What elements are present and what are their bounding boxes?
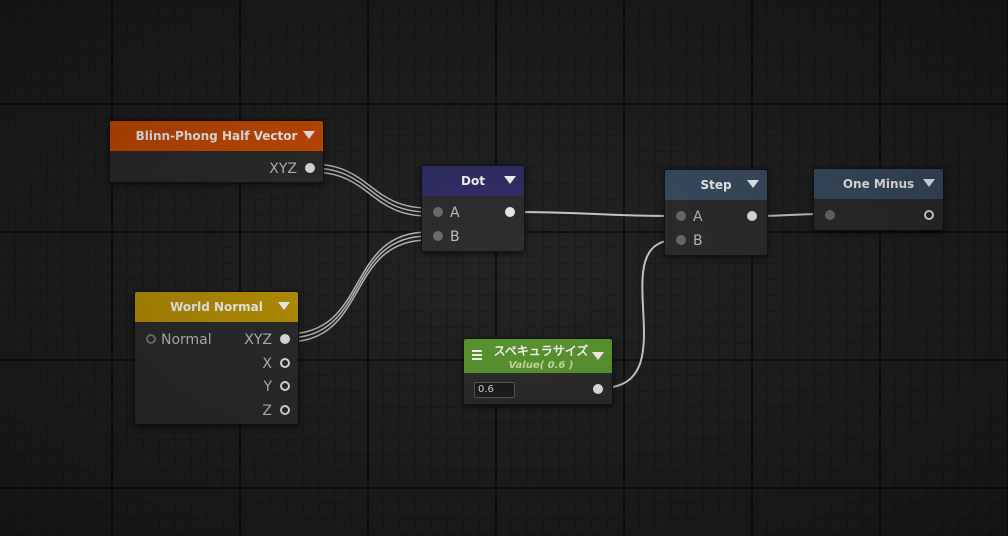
port-label-xyz: XYZ xyxy=(269,161,297,177)
node-title: Step xyxy=(700,178,732,192)
input-port-a[interactable] xyxy=(676,211,686,221)
node-header[interactable]: Blinn-Phong Half Vector xyxy=(110,121,323,151)
output-port-x[interactable] xyxy=(280,358,290,368)
node-one-minus[interactable]: One Minus xyxy=(813,168,944,231)
output-port-xyz[interactable] xyxy=(280,334,290,344)
port-label-z: Z xyxy=(262,403,272,419)
node-header[interactable]: スペキュラサイズ Value( 0.6 ) xyxy=(464,339,612,373)
port-label-b: B xyxy=(450,229,460,245)
node-subtitle: Value( 0.6 ) xyxy=(508,359,574,371)
node-title: One Minus xyxy=(842,177,915,191)
output-port-xyz[interactable] xyxy=(305,163,315,173)
node-header[interactable]: World Normal xyxy=(135,292,298,322)
node-title: スペキュラサイズ xyxy=(493,343,589,358)
dropdown-arrow-icon[interactable] xyxy=(747,180,759,188)
dropdown-arrow-icon[interactable] xyxy=(504,176,516,184)
input-port-a[interactable] xyxy=(433,207,443,217)
port-label-xyz: XYZ xyxy=(244,332,272,348)
wire-worldnormal-to-dot[interactable] xyxy=(286,231,429,343)
wire-specular-to-step[interactable] xyxy=(600,239,677,389)
port-label-normal: Normal xyxy=(161,332,212,348)
value-input-field[interactable]: 0.6 xyxy=(474,382,515,398)
wire-blinn-to-dot[interactable] xyxy=(311,163,429,217)
input-port-normal[interactable] xyxy=(146,334,156,344)
node-title: Dot xyxy=(461,174,485,188)
dropdown-arrow-icon[interactable] xyxy=(303,131,315,139)
input-port-b[interactable] xyxy=(676,235,686,245)
node-world-normal[interactable]: World Normal Normal XYZ X Y Z xyxy=(134,291,299,425)
node-title: Blinn-Phong Half Vector xyxy=(135,129,298,143)
node-blinn-phong-half-vector[interactable]: Blinn-Phong Half Vector XYZ xyxy=(109,120,324,183)
output-port-z[interactable] xyxy=(280,405,290,415)
node-header[interactable]: One Minus xyxy=(814,169,943,199)
input-port-in[interactable] xyxy=(825,210,835,220)
port-label-b: B xyxy=(693,233,703,249)
output-port-y[interactable] xyxy=(280,381,290,391)
node-step[interactable]: Step A B xyxy=(664,169,768,256)
input-port-b[interactable] xyxy=(433,231,443,241)
node-dot[interactable]: Dot A B xyxy=(421,165,525,252)
node-header[interactable]: Dot xyxy=(422,166,524,196)
output-port-result[interactable] xyxy=(747,211,757,221)
output-port-value[interactable] xyxy=(593,384,603,394)
dropdown-arrow-icon[interactable] xyxy=(278,302,290,310)
output-port-result[interactable] xyxy=(505,207,515,217)
node-header[interactable]: Step xyxy=(665,170,767,200)
node-title: World Normal xyxy=(170,300,263,314)
hamburger-menu-icon[interactable] xyxy=(472,350,482,362)
dropdown-arrow-icon[interactable] xyxy=(592,352,604,360)
port-label-x: X xyxy=(262,356,272,372)
port-label-a: A xyxy=(450,205,460,221)
dropdown-arrow-icon[interactable] xyxy=(923,179,935,187)
wire-dot-to-step[interactable] xyxy=(512,211,677,217)
output-port-result[interactable] xyxy=(924,210,934,220)
node-specular-size[interactable]: スペキュラサイズ Value( 0.6 ) 0.6 xyxy=(463,338,613,405)
port-label-a: A xyxy=(693,209,703,225)
port-label-y: Y xyxy=(263,379,272,395)
